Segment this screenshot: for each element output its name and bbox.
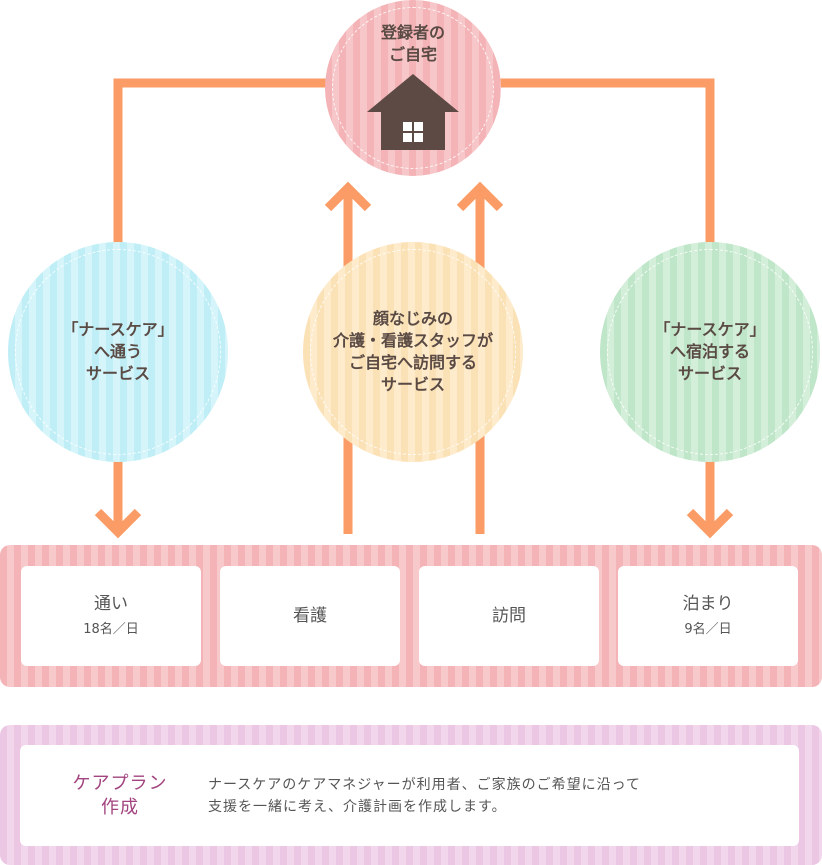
careplan-title-line: 作成 [101, 796, 139, 818]
service-box-stay: 泊まり 9名／日 [618, 566, 798, 666]
careplan-box: ケアプラン 作成 ナースケアのケアマネジャーが利用者、ご家族のご希望に沿って 支… [20, 745, 799, 846]
visit-circle-line: サービス [380, 375, 445, 394]
service-name: 看護 [293, 606, 327, 626]
home-title-line: ご自宅 [388, 45, 437, 64]
services-band: 通い 18名／日 看護 訪問 泊まり 9名／日 [0, 545, 822, 687]
arrowhead-visit-left [324, 181, 372, 212]
arrowhead-visit-right [456, 181, 504, 212]
stay-circle-line: 「ナースケア」 [654, 320, 766, 339]
home-title: 登録者の ご自宅 [381, 22, 445, 66]
careplan-band: ケアプラン 作成 ナースケアのケアマネジャーが利用者、ご家族のご希望に沿って 支… [0, 725, 822, 865]
house-icon [367, 74, 459, 150]
visit-circle-line: 顔なじみの [372, 309, 453, 328]
service-name: 通い [94, 594, 128, 614]
careplan-title: ケアプラン 作成 [20, 745, 220, 846]
connector-home-stay [496, 78, 715, 244]
service-capacity: 9名／日 [684, 622, 732, 637]
visit-circle-line: ご自宅へ訪問する [348, 353, 477, 372]
careplan-description: ナースケアのケアマネジャーが利用者、ご家族のご希望に沿って 支援を一緒に考え、介… [208, 745, 768, 846]
stay-service-circle: 「ナースケア」 へ宿泊する サービス [600, 242, 820, 462]
commute-circle-line: サービス [85, 364, 150, 383]
home-circle: 登録者の ご自宅 [325, 0, 501, 176]
connector-home-commute [113, 78, 330, 244]
service-box-nursing: 看護 [220, 566, 400, 666]
stay-circle-line: へ宿泊する [669, 342, 750, 361]
visit-circle-line: 介護・看護スタッフが [332, 331, 493, 350]
service-box-visit: 訪問 [419, 566, 599, 666]
visit-service-circle: 顔なじみの 介護・看護スタッフが ご自宅へ訪問する サービス [303, 242, 523, 462]
careplan-title-line: ケアプラン [72, 772, 168, 794]
service-name: 訪問 [492, 606, 526, 626]
stay-circle-line: サービス [677, 364, 742, 383]
commute-service-circle: 「ナースケア」 へ通う サービス [8, 242, 228, 462]
careplan-description-line: 支援を一緒に考え、介護計画を作成します。 [208, 798, 507, 815]
arrowhead-stay-down [686, 508, 734, 539]
service-box-commute: 通い 18名／日 [21, 566, 201, 666]
home-title-line: 登録者の [380, 23, 445, 42]
careplan-description-line: ナースケアのケアマネジャーが利用者、ご家族のご希望に沿って [208, 776, 641, 793]
service-capacity: 18名／日 [83, 622, 139, 637]
service-name: 泊まり [682, 594, 734, 614]
commute-circle-line: 「ナースケア」 [62, 320, 174, 339]
commute-circle-line: へ通う [93, 342, 142, 361]
arrowhead-commute-down [94, 508, 142, 539]
